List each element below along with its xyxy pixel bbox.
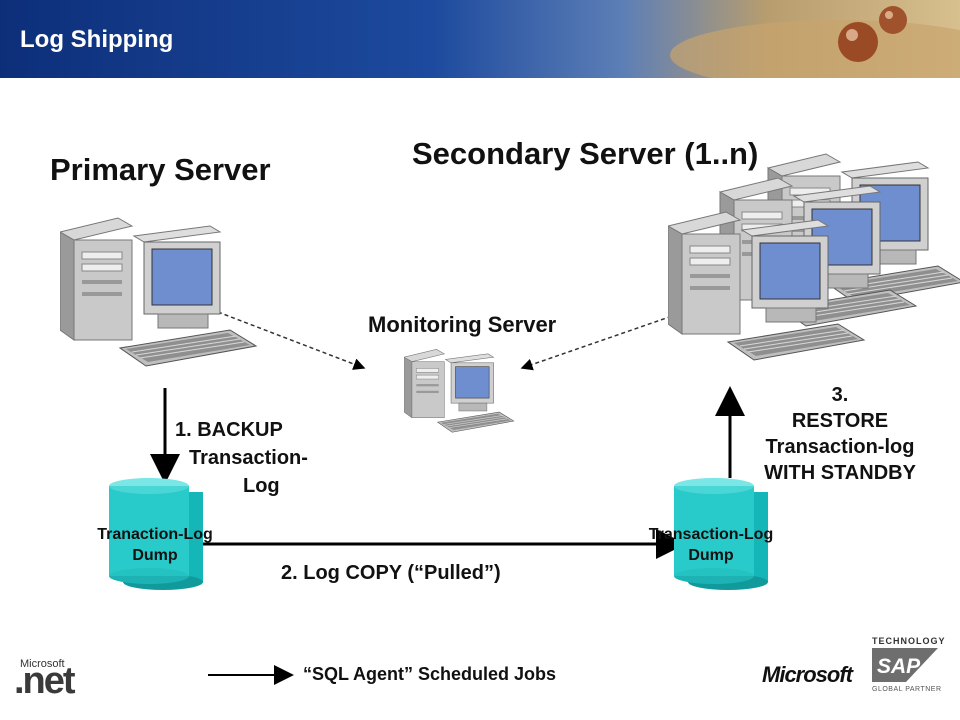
dotnet-logo-text: .net (14, 660, 76, 702)
monitoring-server-computer (404, 349, 515, 433)
svg-text:SAP: SAP (877, 655, 921, 678)
secondary-servers-computers (668, 153, 960, 361)
monitor-line-left (217, 311, 366, 370)
step3-line4: WITH STANDBY (764, 462, 916, 484)
step2-label: 2. Log COPY (“Pulled”) (281, 562, 501, 584)
dump-left-label: Tranaction-Log Dump (70, 524, 240, 566)
header-decoration (670, 6, 960, 78)
primary-server-label: Primary Server (50, 152, 271, 187)
dump-left-line2: Dump (132, 547, 178, 564)
step1-line1: 1. BACKUP (175, 419, 283, 441)
step1-line3: Log (243, 475, 280, 497)
legend-label: “SQL Agent” Scheduled Jobs (303, 664, 557, 684)
dotnet-logo: Microsoft .net (14, 654, 104, 710)
step1-line2: Transaction- (189, 447, 308, 469)
secondary-server-label: Secondary Server (1..n) (412, 136, 759, 171)
dotnet-logo-microsoft: Microsoft (20, 658, 65, 670)
dump-cylinder-right (674, 478, 768, 590)
step3-line2: RESTORE (791, 410, 889, 432)
sap-logo-global-partner: GLOBAL PARTNER (872, 686, 942, 693)
monitor-line-right (520, 313, 679, 371)
step3-line3: Transaction-log (765, 436, 915, 458)
step3-line1: 3. (831, 384, 849, 406)
monitoring-server-label: Monitoring Server (368, 312, 557, 337)
step3-label: 3. RESTORE Transaction-log WITH STANDBY (740, 382, 940, 486)
primary-server-computer (60, 217, 257, 367)
sap-logo-mark: SAP (872, 648, 938, 682)
step1-label: 1. BACKUP Transaction- Log (175, 416, 308, 500)
dump-left-line1: Tranaction-Log (97, 526, 213, 543)
sap-technology-logo: TECHNOLOGY SAP GLOBAL PARTNER (872, 636, 952, 716)
dump-right-label: Transaction-Log Dump (626, 524, 796, 566)
header-bar: Log Shipping (0, 0, 960, 78)
dump-right-line1: Transaction-Log (648, 526, 774, 543)
dump-cylinder-left (109, 478, 203, 590)
microsoft-logo: Microsoft (762, 662, 853, 687)
slide-title: Log Shipping (20, 26, 174, 53)
sap-logo-technology: TECHNOLOGY (872, 636, 946, 646)
dump-right-line2: Dump (688, 547, 734, 564)
